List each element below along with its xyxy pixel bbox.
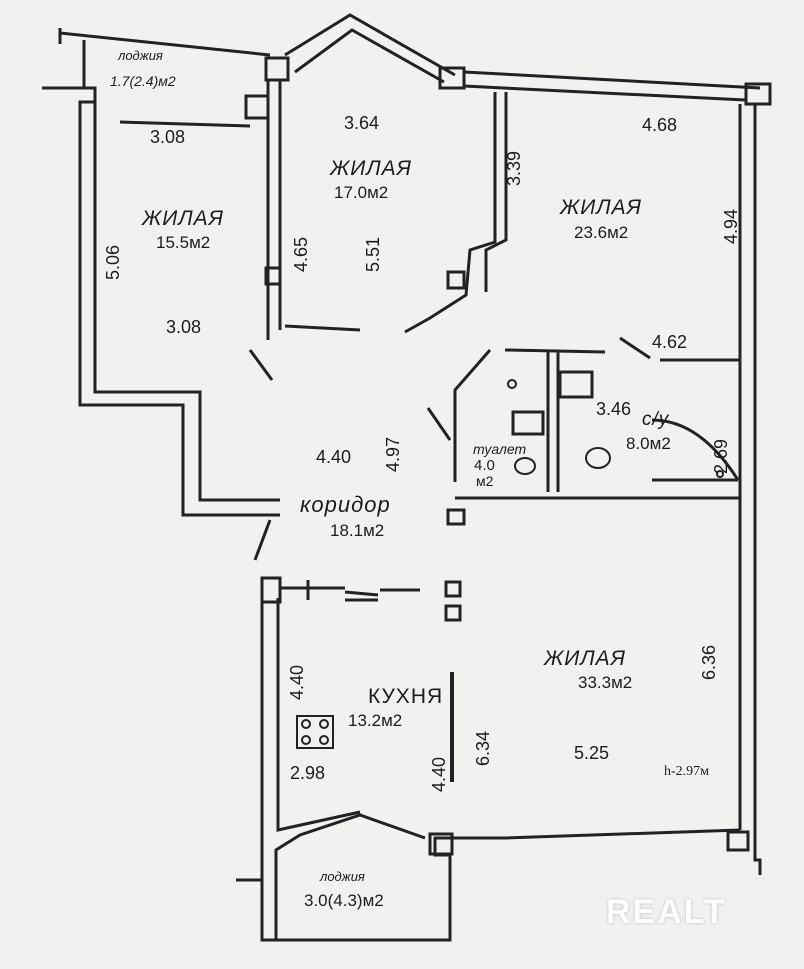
dim-440-kitchen-v: 4.40 <box>287 664 307 700</box>
dim-494: 4.94 <box>721 208 741 244</box>
dim-308-top: 3.08 <box>150 127 186 147</box>
dim-506: 5.06 <box>103 244 123 280</box>
room-living-big-name: ЖИЛАЯ <box>544 647 626 670</box>
dim-269: 2.69 <box>711 438 731 474</box>
partition-angled <box>404 92 508 334</box>
dim-636: 6.36 <box>699 644 719 680</box>
bay-window <box>284 13 456 84</box>
room-living-right-name: ЖИЛАЯ <box>560 196 642 219</box>
left-room-wall <box>42 86 280 517</box>
dim-468: 4.68 <box>642 115 678 135</box>
room-living-left-name: ЖИЛАЯ <box>142 207 224 230</box>
kitchen-walls <box>260 578 741 942</box>
dim-339: 3.39 <box>504 150 524 186</box>
room-toilet-area-unit: м2 <box>476 473 494 489</box>
dim-465: 4.65 <box>291 236 311 272</box>
room-living-center-area: 17.0м2 <box>334 183 389 202</box>
loggia-bottom-name: лоджия <box>320 869 365 884</box>
loggia-top-rail <box>119 120 251 128</box>
dim-634: 6.34 <box>473 730 493 766</box>
stove <box>296 715 334 749</box>
room-living-big-area: 33.3м2 <box>578 673 633 692</box>
pillar-top <box>264 56 290 82</box>
right-wall <box>738 104 762 875</box>
dim-298: 2.98 <box>290 763 326 783</box>
realt-watermark: REALT <box>606 893 727 931</box>
dim-462: 4.62 <box>652 332 688 352</box>
ceiling-height: h-2.97м <box>664 764 710 779</box>
loggia-bottom-wall <box>236 813 426 940</box>
loggia-top-wall <box>58 28 271 88</box>
dim-440-corridor: 4.40 <box>316 447 352 467</box>
dim-346: 3.46 <box>596 399 632 419</box>
room-toilet-name: туалет <box>473 441 527 457</box>
loggia-bottom-area: 3.0(4.3)м2 <box>304 891 384 910</box>
room-corridor-area: 18.1м2 <box>330 521 385 540</box>
dim-364: 3.64 <box>344 113 380 133</box>
loggia-top-name: лоджия <box>118 48 163 63</box>
top-wall-right <box>463 70 761 102</box>
room-toilet-area-num: 4.0 <box>474 457 495 474</box>
dim-497: 4.97 <box>383 436 403 472</box>
room-kitchen-area: 13.2м2 <box>348 711 403 730</box>
bathroom-block <box>453 336 740 500</box>
dim-551: 5.51 <box>363 236 383 272</box>
dim-525: 5.25 <box>574 743 610 763</box>
dim-440-kitchen-wall: 4.40 <box>429 756 449 792</box>
room-living-center-name: ЖИЛАЯ <box>330 157 412 180</box>
room-kitchen-name: КУХНЯ <box>368 685 444 708</box>
room-bathroom-area: 8.0м2 <box>626 434 671 453</box>
loggia-top-area: 1.7(2.4)м2 <box>110 73 176 89</box>
room-living-right-area: 23.6м2 <box>574 223 629 242</box>
room-living-left-area: 15.5м2 <box>156 233 211 252</box>
room-corridor-name: коридор <box>300 492 391 517</box>
room-bathroom-name: с/у <box>642 409 670 430</box>
dim-308-bottom: 3.08 <box>166 317 202 337</box>
